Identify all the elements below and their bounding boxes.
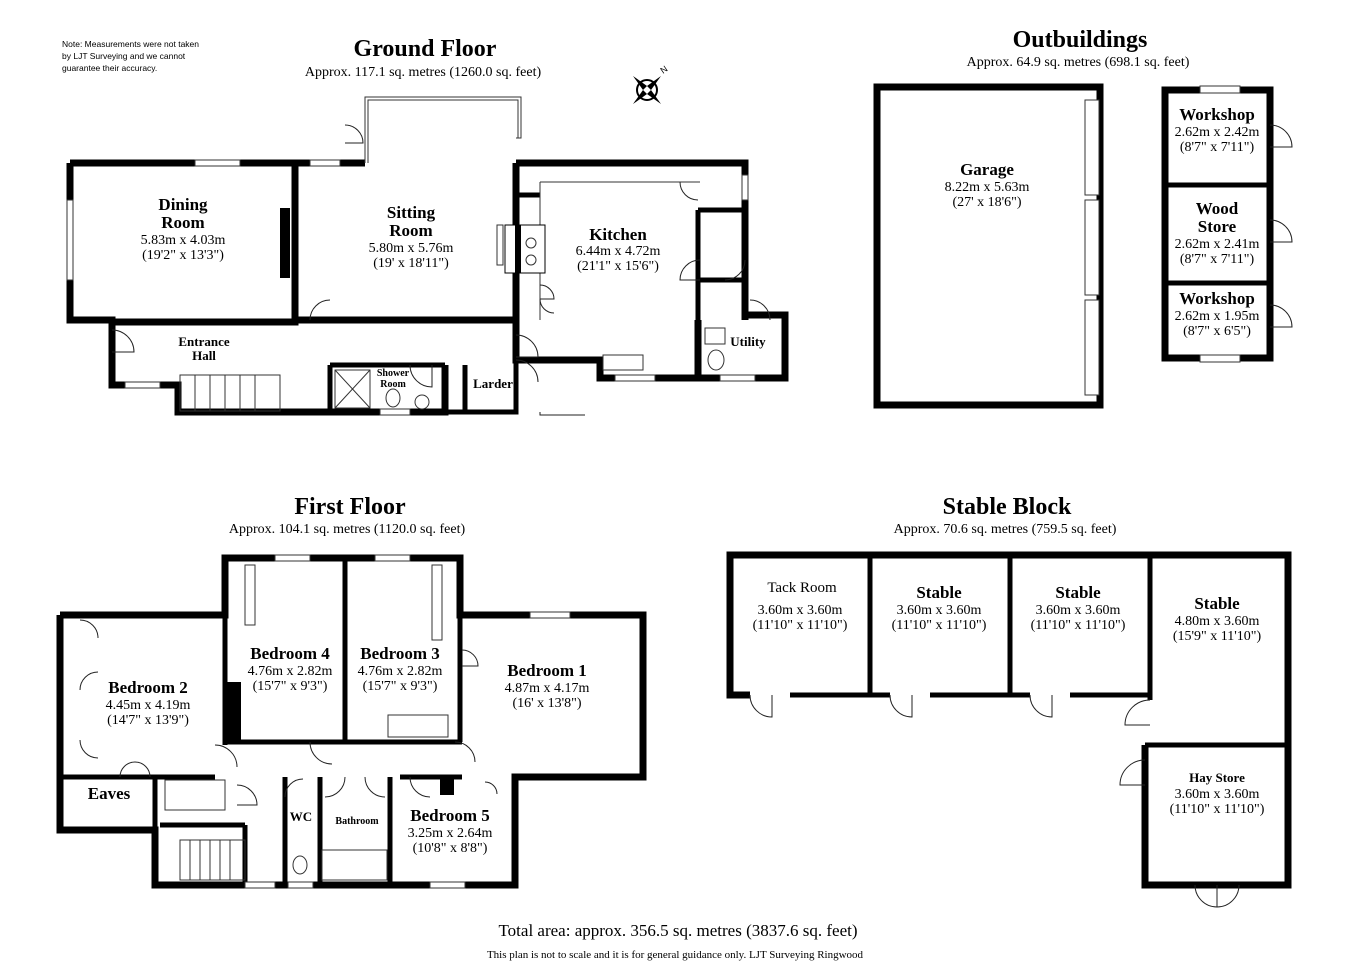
kitchen-metric: 6.44m x 4.72m	[576, 244, 661, 259]
tack-room-metric: 3.60m x 3.60m	[758, 603, 843, 618]
garage-metric: 8.22m x 5.63m	[945, 180, 1030, 195]
bedroom2-metric: 4.45m x 4.19m	[106, 698, 191, 713]
ground-floor: Ground Floor Approx. 117.1 sq. metres (1…	[66, 36, 789, 416]
larder-label: Larder	[473, 376, 513, 391]
sitting-room-label-2: Room	[389, 221, 432, 240]
outbuildings: Outbuildings Approx. 64.9 sq. metres (69…	[873, 27, 1293, 409]
bedroom3-imperial: (15'7" x 9'3")	[363, 679, 438, 694]
bedroom4-metric: 4.76m x 2.82m	[248, 664, 333, 679]
bedroom1-label: Bedroom 1	[507, 661, 587, 680]
compass-icon: N	[633, 64, 669, 104]
bedroom1-imperial: (16' x 13'8")	[512, 696, 581, 711]
wood-store-label: Wood	[1196, 199, 1239, 218]
stable3-label: Stable	[1194, 594, 1240, 613]
sitting-room-metric: 5.80m x 5.76m	[369, 241, 454, 256]
workshop-bottom-imperial: (8'7" x 6'5")	[1183, 324, 1251, 339]
garage-imperial: (27' x 18'6")	[952, 195, 1021, 210]
first-floor-title: First Floor	[294, 494, 406, 520]
total-area: Total area: approx. 356.5 sq. metres (38…	[498, 921, 857, 940]
hay-store-imperial: (11'10" x 11'10")	[1170, 802, 1265, 817]
outbuildings-area: Approx. 64.9 sq. metres (698.1 sq. feet)	[967, 55, 1190, 70]
bedroom3-metric: 4.76m x 2.82m	[358, 664, 443, 679]
shower-room-label-2: Room	[380, 379, 406, 390]
entrance-hall-label: Entrance	[178, 334, 230, 349]
stable3-metric: 4.80m x 3.60m	[1175, 614, 1260, 629]
stable1-imperial: (11'10" x 11'10")	[892, 618, 987, 633]
ground-floor-title: Ground Floor	[354, 36, 497, 62]
workshop-top-metric: 2.62m x 2.42m	[1175, 125, 1260, 140]
note-line-3: guarantee their accuracy.	[62, 63, 157, 73]
bedroom5-imperial: (10'8" x 8'8")	[413, 841, 488, 856]
eaves-label: Eaves	[88, 784, 131, 803]
bedroom5-label: Bedroom 5	[410, 806, 490, 825]
stable-block: Stable Block Approx. 70.6 sq. metres (75…	[726, 494, 1292, 908]
shower-room-label: Shower	[377, 368, 410, 379]
dining-room-label: Dining	[158, 195, 208, 214]
workshop-bottom-label: Workshop	[1179, 289, 1255, 308]
bedroom5-metric: 3.25m x 2.64m	[408, 826, 493, 841]
wood-store-label-2: Store	[1198, 217, 1237, 236]
kitchen-label: Kitchen	[589, 225, 647, 244]
outbuildings-title: Outbuildings	[1013, 27, 1148, 53]
workshop-bottom-metric: 2.62m x 1.95m	[1175, 309, 1260, 324]
tack-room-label: Tack Room	[767, 580, 837, 596]
stable-block-area: Approx. 70.6 sq. metres (759.5 sq. feet)	[894, 522, 1117, 537]
disclaimer: This plan is not to scale and it is for …	[487, 949, 864, 961]
utility-label: Utility	[730, 334, 766, 349]
dining-room-metric: 5.83m x 4.03m	[141, 233, 226, 248]
bedroom1-metric: 4.87m x 4.17m	[505, 681, 590, 696]
stable1-label: Stable	[916, 583, 962, 602]
workshop-top-label: Workshop	[1179, 105, 1255, 124]
stairs-ground	[179, 374, 281, 412]
stable2-metric: 3.60m x 3.60m	[1036, 603, 1121, 618]
dining-room-imperial: (19'2" x 13'3")	[142, 248, 224, 263]
dining-room-label-2: Room	[161, 213, 204, 232]
stairs-first	[179, 839, 246, 881]
wc-label: WC	[290, 809, 312, 824]
bedroom3-label: Bedroom 3	[360, 644, 440, 663]
stable2-label: Stable	[1055, 583, 1101, 602]
note-line-2: by LJT Surveying and we cannot	[62, 51, 186, 61]
stable3-imperial: (15'9" x 11'10")	[1173, 629, 1262, 644]
bathroom-label: Bathroom	[335, 816, 379, 827]
compass-north-label: N	[658, 64, 669, 76]
stable-block-title: Stable Block	[943, 494, 1072, 520]
stable1-metric: 3.60m x 3.60m	[897, 603, 982, 618]
bedroom4-label: Bedroom 4	[250, 644, 330, 663]
garage-label: Garage	[960, 160, 1014, 179]
bedroom4-imperial: (15'7" x 9'3")	[253, 679, 328, 694]
first-floor-area: Approx. 104.1 sq. metres (1120.0 sq. fee…	[229, 522, 466, 537]
tack-room-imperial: (11'10" x 11'10")	[753, 618, 848, 633]
note-line-1: Note: Measurements were not taken	[62, 39, 199, 49]
hay-store-label: Hay Store	[1189, 770, 1245, 785]
ground-floor-area: Approx. 117.1 sq. metres (1260.0 sq. fee…	[305, 65, 542, 80]
first-floor: First Floor Approx. 104.1 sq. metres (11…	[56, 494, 647, 889]
bedroom2-label: Bedroom 2	[108, 678, 188, 697]
sitting-room-imperial: (19' x 18'11")	[373, 256, 449, 271]
hay-store-metric: 3.60m x 3.60m	[1175, 787, 1260, 802]
sitting-room-label: Sitting	[387, 203, 436, 222]
kitchen-imperial: (21'1" x 15'6")	[577, 259, 659, 274]
workshop-top-imperial: (8'7" x 7'11")	[1180, 140, 1255, 155]
bedroom2-imperial: (14'7" x 13'9")	[107, 713, 189, 728]
measurement-note: Note: Measurements were not taken by LJT…	[62, 39, 199, 73]
wood-store-metric: 2.62m x 2.41m	[1175, 237, 1260, 252]
wood-store-imperial: (8'7" x 7'11")	[1180, 252, 1255, 267]
entrance-hall-label-2: Hall	[192, 348, 216, 363]
stable2-imperial: (11'10" x 11'10")	[1031, 618, 1126, 633]
